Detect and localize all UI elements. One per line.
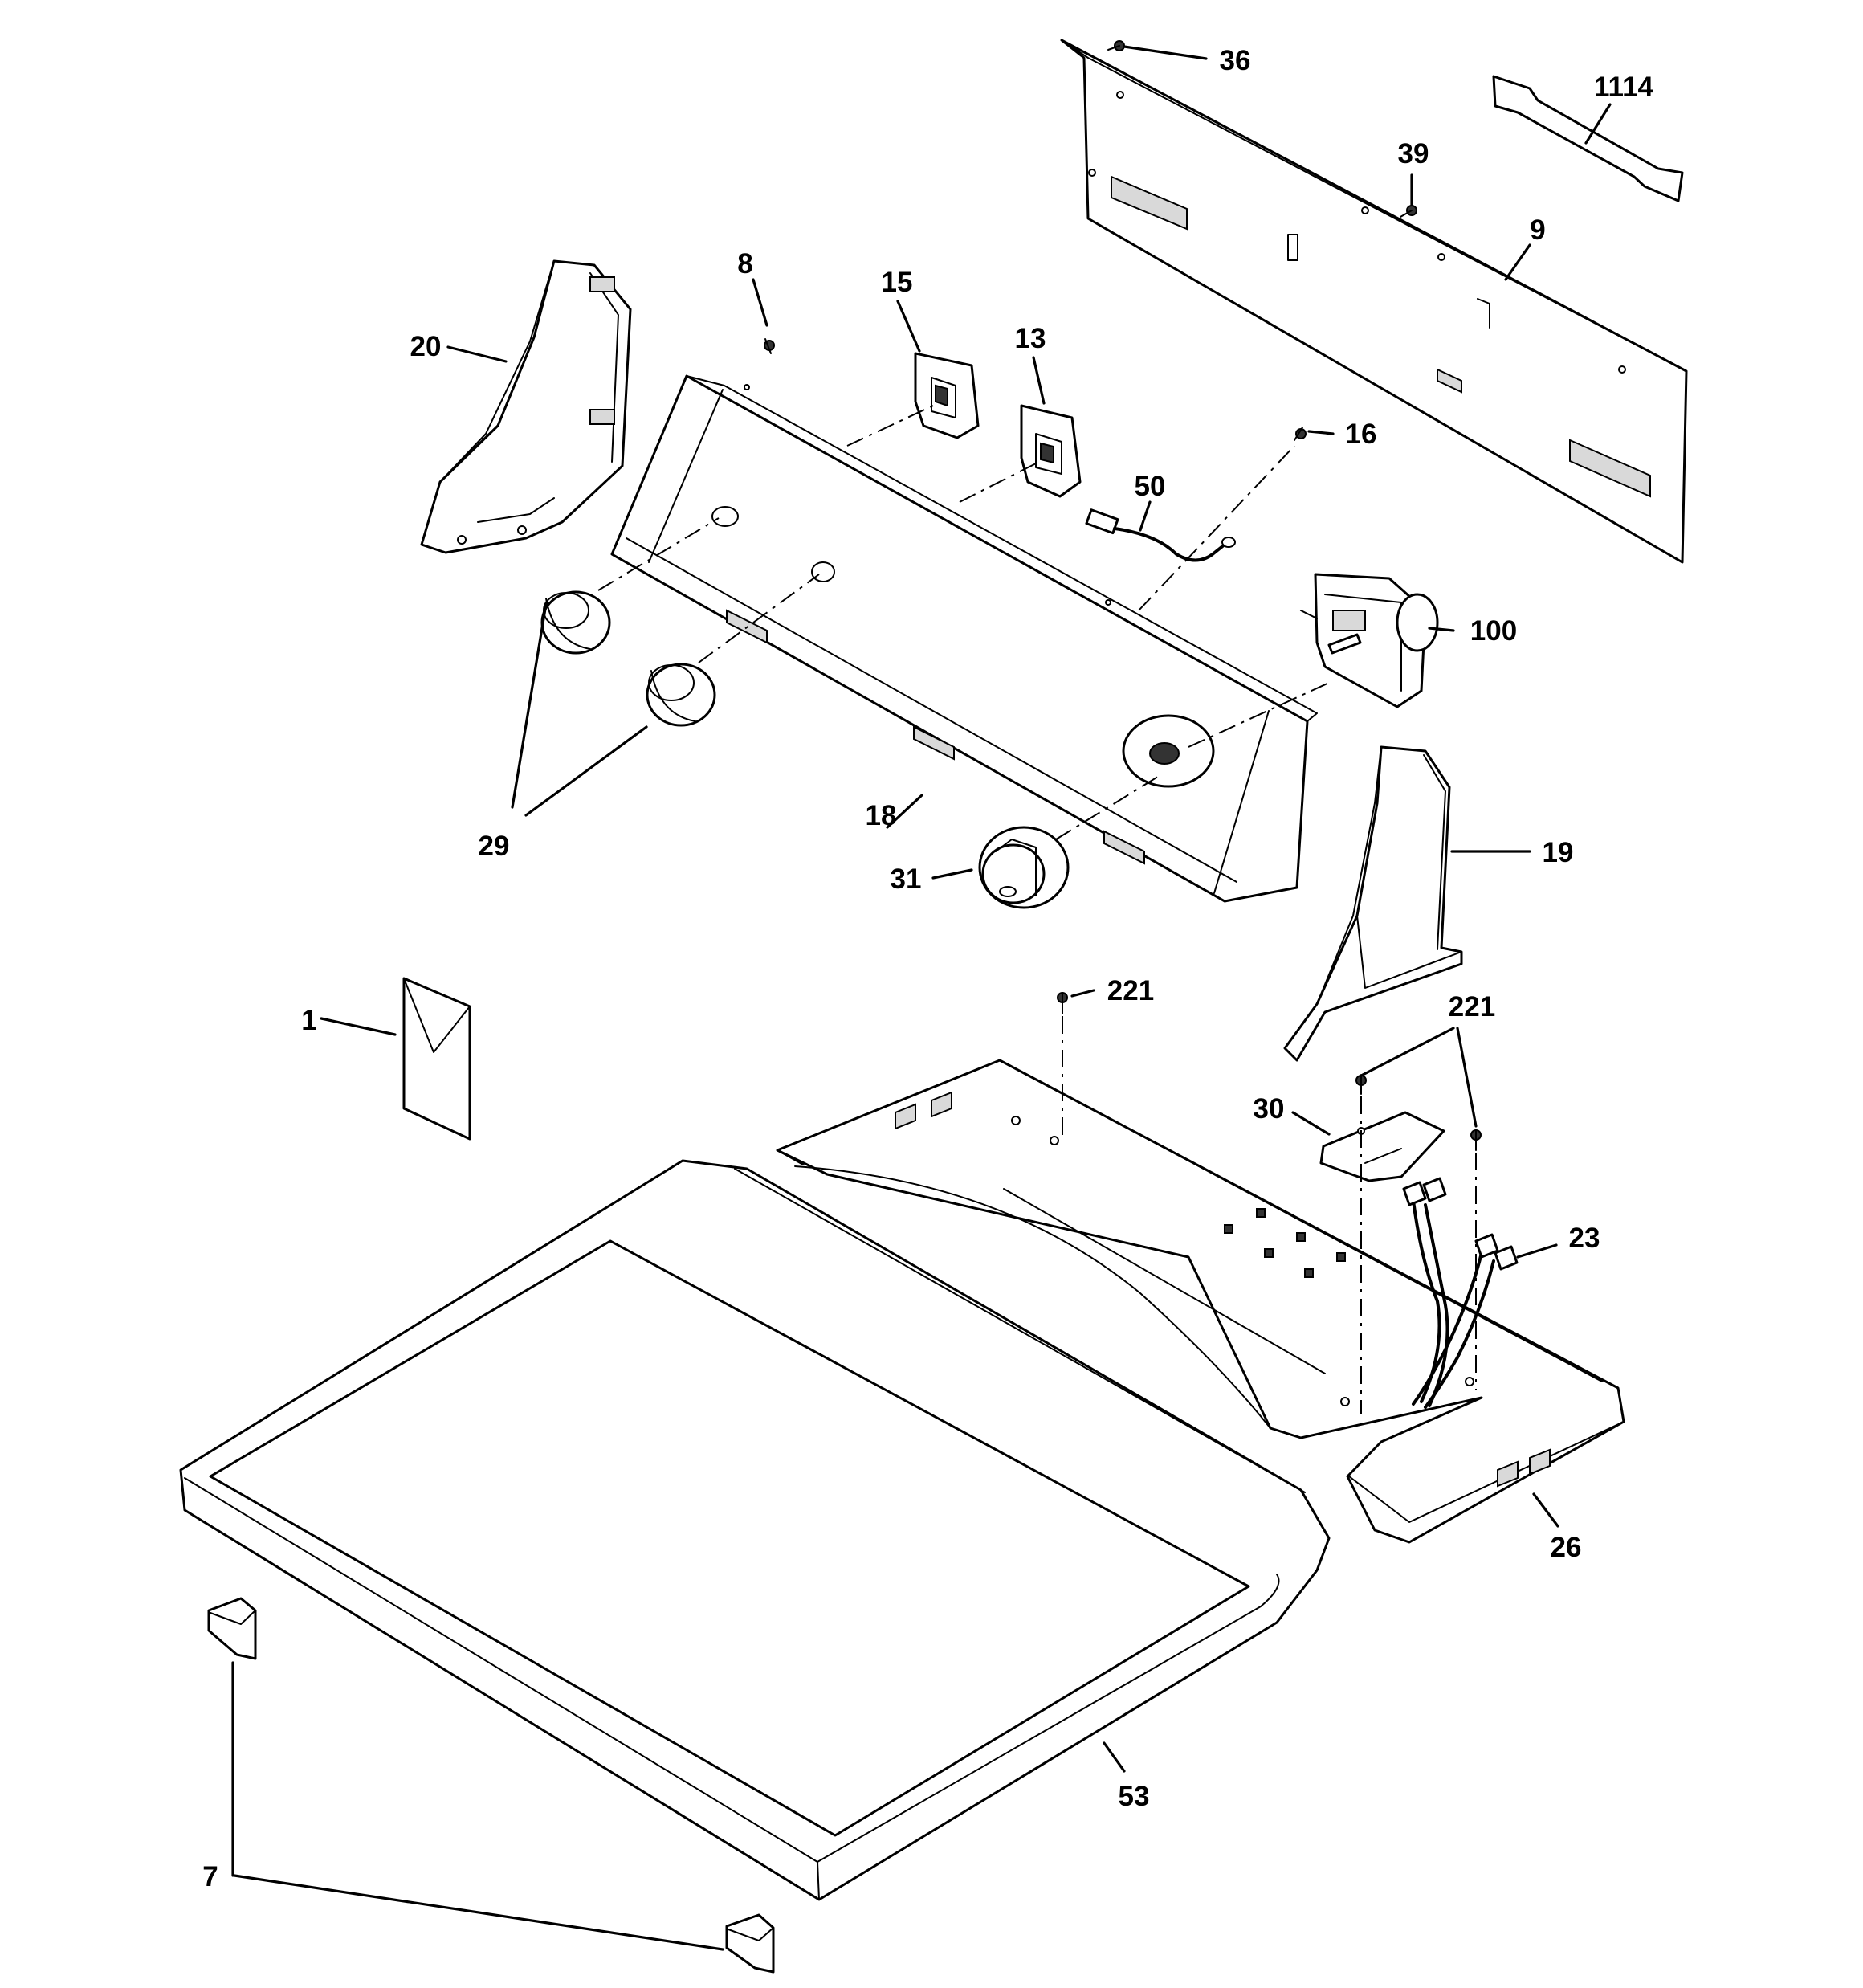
callout-100: 100	[1470, 615, 1517, 647]
callout-221-right: 221	[1449, 991, 1495, 1023]
switch-13	[1020, 404, 1082, 498]
knob-29-upper	[540, 590, 611, 655]
callout-30: 30	[1254, 1093, 1285, 1125]
callout-16: 16	[1346, 418, 1377, 450]
callout-23: 23	[1569, 1223, 1600, 1254]
screw-39	[1400, 205, 1417, 218]
assembly-lines	[597, 405, 1477, 1414]
cover-plate-30	[1319, 1111, 1445, 1182]
control-console	[610, 374, 1318, 903]
callout-7: 7	[202, 1861, 218, 1892]
end-cap-right	[1283, 745, 1463, 1062]
callout-53: 53	[1119, 1781, 1150, 1812]
hinge-clip-7-upper	[207, 1597, 257, 1660]
knob-29-lower	[646, 663, 716, 727]
screw-221-right-a	[1355, 1074, 1367, 1095]
callout-13: 13	[1015, 323, 1046, 354]
screw-16	[1294, 427, 1307, 441]
screw-221-right-b	[1470, 1129, 1482, 1151]
screw-221-center	[1057, 992, 1068, 1014]
ground-wire-50	[1085, 508, 1236, 562]
callout-labels: 1114 36 39 9 8 15 13 20 16 50 100 18 29 …	[202, 45, 1653, 1892]
callout-20: 20	[410, 331, 442, 362]
wire-harness-23	[1402, 1177, 1519, 1409]
switch-15	[914, 352, 980, 439]
end-cap-left	[420, 259, 632, 554]
callout-39: 39	[1398, 138, 1429, 169]
callout-50: 50	[1135, 471, 1166, 502]
callout-29: 29	[479, 831, 510, 862]
knob-31	[978, 826, 1070, 909]
literature-envelope-1	[402, 977, 471, 1141]
callout-15: 15	[882, 267, 913, 298]
callout-31: 31	[891, 863, 922, 895]
callout-1114: 1114	[1594, 71, 1654, 103]
callout-8: 8	[737, 248, 752, 280]
callout-19: 19	[1543, 837, 1574, 868]
hinge-clip-7-lower	[725, 1913, 775, 1974]
callout-221-center: 221	[1107, 975, 1154, 1006]
leader-lines	[231, 45, 1612, 1951]
callout-9: 9	[1530, 214, 1545, 246]
callout-26: 26	[1551, 1532, 1582, 1563]
callout-1: 1	[301, 1005, 316, 1036]
screw-8	[764, 338, 775, 354]
backsplash-panel	[1060, 39, 1688, 564]
callout-36: 36	[1220, 45, 1251, 76]
timer-100	[1300, 573, 1439, 708]
callout-18: 18	[866, 800, 897, 831]
screw-36	[1107, 40, 1125, 51]
console-base-26	[776, 1059, 1625, 1544]
main-top-53	[179, 1159, 1331, 1901]
